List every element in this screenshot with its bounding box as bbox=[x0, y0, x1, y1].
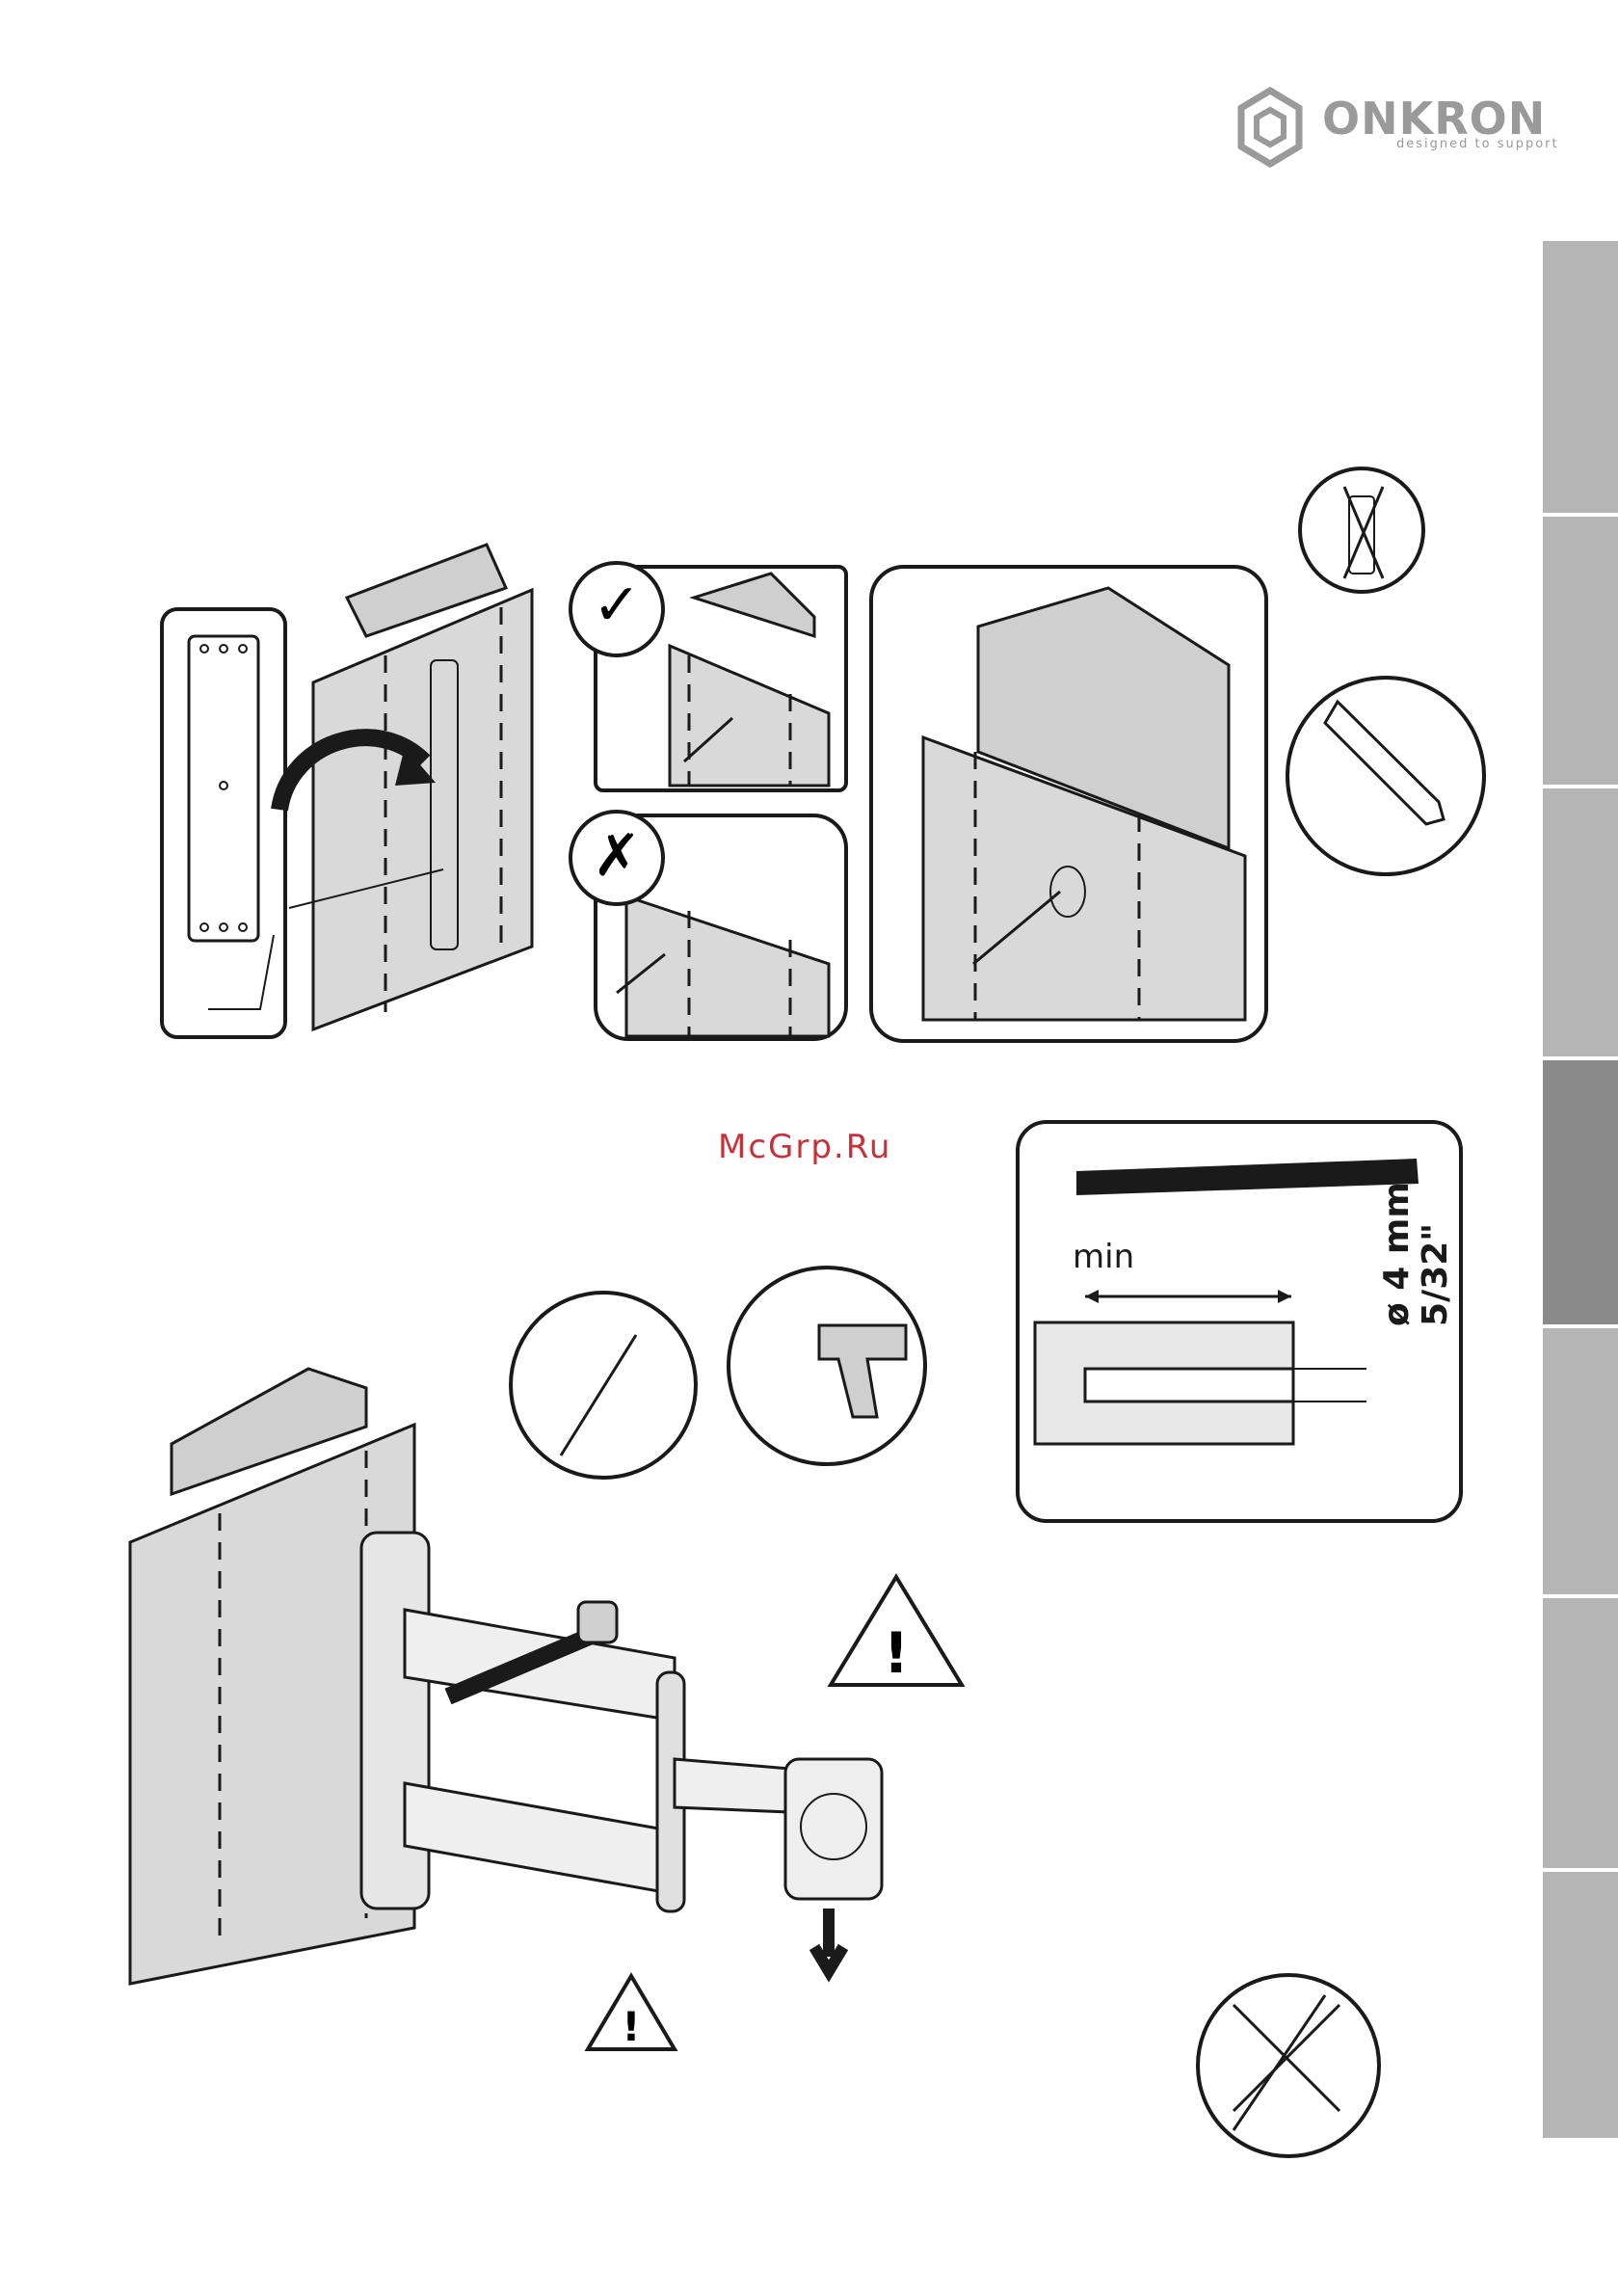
marking-detail-panel bbox=[871, 567, 1266, 1041]
warning-symbol-small: ! bbox=[622, 2003, 640, 2050]
wall-with-template bbox=[279, 545, 532, 1029]
watermark: McGrp.Ru bbox=[718, 1128, 891, 1166]
no-wrench-circle bbox=[1198, 1975, 1379, 2156]
down-arrow-icon bbox=[814, 1909, 843, 1971]
correct-mark-icon: ✓ bbox=[593, 572, 641, 639]
diameter-mm: ø 4 mm bbox=[1378, 1182, 1417, 1326]
wrong-mark-icon: ✗ bbox=[593, 822, 641, 890]
template-panel bbox=[162, 609, 285, 1037]
pencil-circle bbox=[1287, 678, 1484, 874]
warning-symbol: ! bbox=[884, 1620, 909, 1686]
diameter-inch: 5/32" bbox=[1417, 1182, 1455, 1326]
drill-circle bbox=[729, 1268, 925, 1464]
diameter-label: ø 4 mm 5/32" bbox=[1378, 1182, 1455, 1326]
min-depth-label: min bbox=[1073, 1238, 1134, 1276]
wall-with-bracket bbox=[130, 1369, 882, 1984]
